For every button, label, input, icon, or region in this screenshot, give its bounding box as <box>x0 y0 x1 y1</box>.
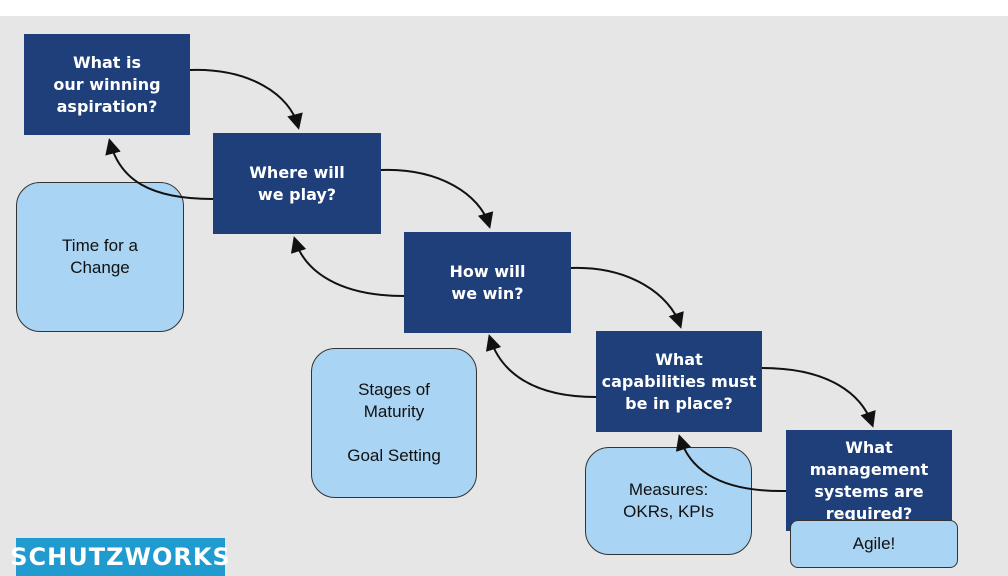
arrow-back-4 <box>675 434 787 493</box>
step-winning-aspiration: What is our winning aspiration? <box>24 34 190 135</box>
step-where-play: Where will we play? <box>213 133 381 234</box>
step-management-systems: What management systems are required? <box>786 430 952 531</box>
arrow-back-1 <box>105 138 214 200</box>
note-time-for-change: Time for a Change <box>16 182 184 332</box>
arrow-back-2 <box>290 236 405 297</box>
note-stages-goal-setting: Stages of Maturity Goal Setting <box>311 348 477 498</box>
arrow-back-3 <box>485 334 597 398</box>
note-agile: Agile! <box>790 520 958 568</box>
schutzworks-logo: SCHUTZWORKS <box>10 538 230 576</box>
step-how-win: How will we win? <box>404 232 571 333</box>
arrow-forward-4 <box>761 367 876 428</box>
arrow-forward-2 <box>380 168 494 229</box>
step-capabilities: What capabilities must be in place? <box>596 331 762 432</box>
arrow-forward-3 <box>570 266 684 329</box>
note-measures: Measures: OKRs, KPIs <box>585 447 752 555</box>
arrow-forward-1 <box>189 68 303 130</box>
